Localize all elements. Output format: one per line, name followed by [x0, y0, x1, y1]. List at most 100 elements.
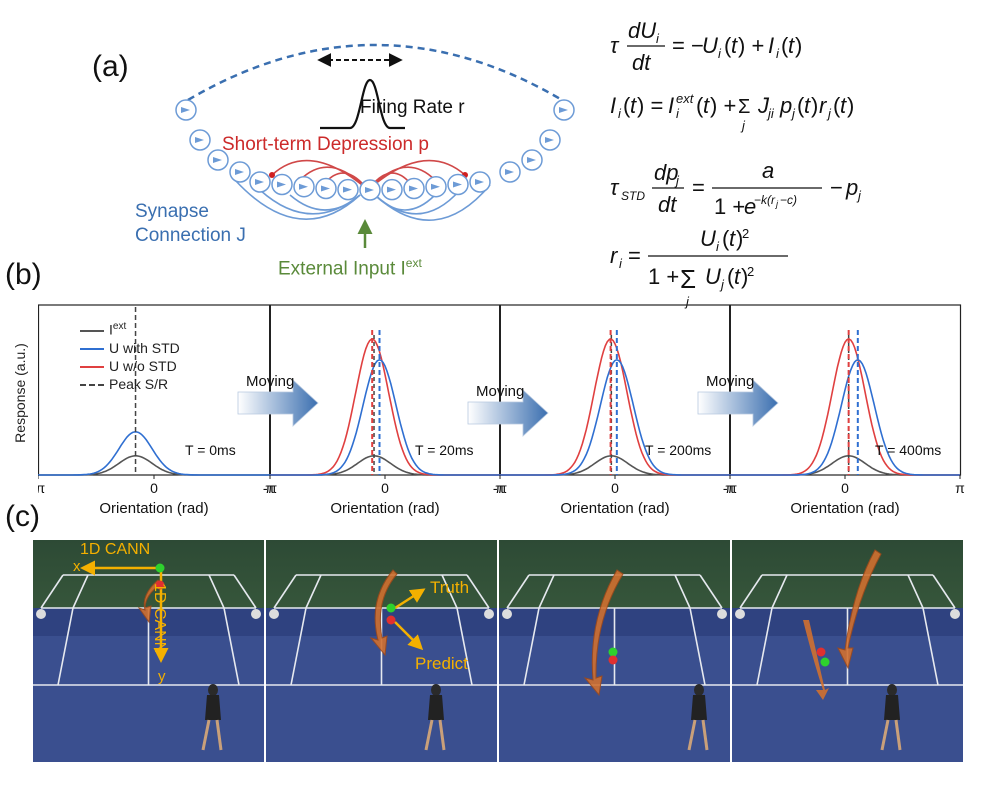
net-post: [484, 609, 494, 619]
trajectory-arrow: [369, 569, 398, 657]
ring-dashed-arc: [187, 43, 563, 102]
svg-text:j: j: [790, 106, 796, 121]
x-tick-label: π: [495, 480, 505, 496]
x-tick-label: π: [265, 480, 275, 496]
svg-text:r: r: [610, 243, 619, 268]
x-tick-label: 0: [841, 480, 849, 496]
truth-dot: [155, 563, 165, 573]
svg-text:1 +: 1 +: [714, 194, 745, 219]
u-std-curve: [730, 359, 960, 476]
svg-text:=: =: [692, 175, 705, 200]
predict-dot: [816, 647, 826, 657]
predict-dot: [386, 615, 396, 625]
player-body: [428, 695, 444, 720]
player-body: [884, 695, 900, 720]
svg-text:−k(r: −k(r: [754, 193, 776, 207]
std-label: Short-term Depression p: [222, 134, 429, 155]
svg-text:ji: ji: [766, 106, 775, 121]
legend-item-u-no-std: U w/o STD: [80, 357, 180, 375]
truth-dot: [386, 603, 396, 613]
svg-text:) =: ) =: [637, 93, 663, 118]
external-input-label: External Input Iext: [278, 256, 422, 280]
court-line: [290, 607, 307, 686]
svg-text:τ: τ: [610, 33, 620, 58]
svg-text:(: (: [696, 93, 704, 118]
neuron-symbol: [453, 181, 462, 188]
svg-text:(: (: [623, 93, 631, 118]
iext-curve: [38, 455, 270, 476]
svg-text:τ: τ: [610, 175, 620, 200]
svg-text:2: 2: [747, 264, 754, 279]
panel-a-label: (a): [92, 50, 129, 83]
player-body: [205, 695, 221, 720]
svg-text:i: i: [618, 106, 622, 121]
court-line: [233, 574, 257, 609]
player-leg: [880, 719, 890, 751]
court-line: [674, 574, 691, 609]
iext-curve: [270, 454, 500, 476]
svg-text:): ): [847, 93, 854, 118]
x-tick-label: π: [955, 480, 965, 496]
court-line: [523, 607, 540, 686]
svg-text:t: t: [731, 33, 738, 58]
svg-text:j: j: [684, 294, 690, 309]
moving-arrow: [697, 379, 779, 427]
svg-text:e: e: [744, 194, 756, 219]
neuron-symbol: [545, 137, 554, 143]
x-tick-label: 0: [611, 480, 619, 496]
svg-text:j: j: [856, 188, 862, 203]
x-tick-label: -π: [38, 480, 45, 496]
player-leg: [424, 719, 434, 751]
x-tick-label: -π: [723, 480, 738, 496]
court-line: [771, 574, 788, 609]
neuron-symbol: [527, 157, 536, 163]
x-tick-label: -π: [493, 480, 508, 496]
neuron-symbol: [431, 183, 440, 190]
court-line: [756, 607, 773, 686]
court-line: [739, 574, 763, 609]
u-std-curve: [500, 358, 730, 476]
svg-text:i: i: [676, 106, 680, 121]
moving-label: Moving: [476, 383, 524, 400]
court-line: [466, 574, 490, 609]
neuron-symbol: [277, 181, 286, 188]
svg-text:I: I: [610, 93, 616, 118]
svg-text:j: j: [740, 118, 746, 133]
court-line: [932, 574, 956, 609]
player-leg: [438, 719, 446, 751]
time-label: T = 20ms: [415, 442, 474, 458]
time-label: T = 200ms: [645, 442, 711, 458]
annot-x: x: [73, 558, 81, 575]
panel-c-label: (c): [5, 500, 40, 533]
court-line: [441, 574, 458, 609]
svg-text:): ): [736, 226, 743, 251]
net-post: [717, 609, 727, 619]
firing-rate-bump: [320, 78, 405, 130]
svg-text:dU: dU: [628, 18, 656, 43]
svg-text:j: j: [674, 173, 680, 188]
synapse-label-line1: Synapse: [135, 201, 209, 222]
moving-label: Moving: [246, 373, 294, 390]
player-head: [887, 684, 897, 696]
svg-text:I: I: [668, 93, 674, 118]
player-head: [208, 684, 218, 696]
x-tick-label: 0: [381, 480, 389, 496]
court-line: [57, 607, 74, 686]
synapse-label: Synapse Connection J: [135, 200, 246, 248]
svg-text:): ): [741, 264, 748, 289]
predict-dot: [155, 580, 165, 590]
svg-text:U: U: [700, 226, 716, 251]
svg-text:j: j: [826, 106, 832, 121]
trajectory-arrow: [137, 579, 162, 624]
svg-text:Σ: Σ: [738, 96, 750, 118]
legend-item-peak: Peak S/R: [80, 375, 180, 393]
neuron-ring: [175, 99, 575, 201]
svg-text:i: i: [718, 46, 722, 61]
neuron-symbol: [299, 183, 308, 190]
net-post: [269, 609, 279, 619]
trajectory-arrow: [837, 549, 882, 670]
svg-text:) +: ) +: [738, 33, 764, 58]
iext-curve: [730, 454, 960, 476]
